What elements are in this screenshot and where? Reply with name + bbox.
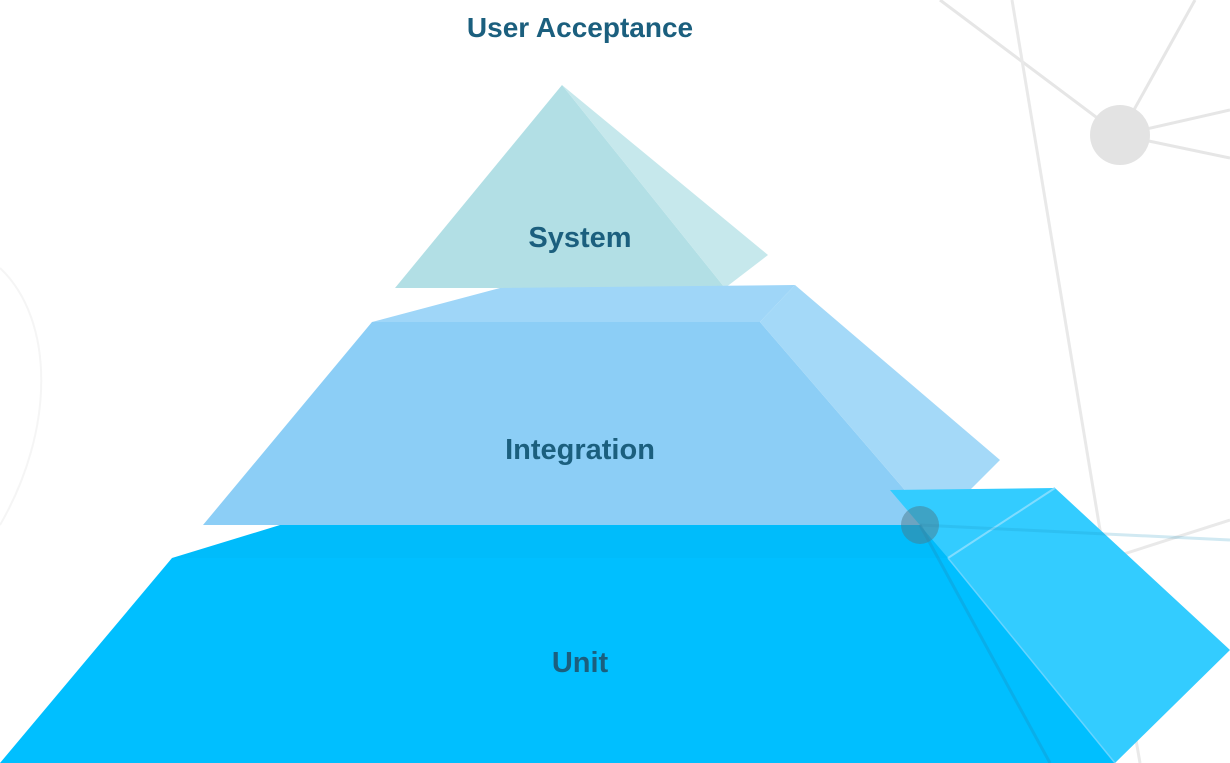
integration-layer-side [760,285,1000,525]
unit-layer-top [172,525,948,558]
unit-layer-front [0,558,1115,763]
network-line [918,524,1052,763]
unit-layer-edge [947,557,1116,763]
unit-layer-edge [947,487,1056,559]
integration-layer-front [203,322,935,525]
unit-label: Unit [551,647,609,679]
network-line [919,523,1230,542]
integration-layer [203,285,1000,525]
system-layer [395,85,768,288]
network-line [939,0,1121,137]
network-overlay [901,506,1230,763]
integration-layer-top [372,285,795,322]
unit-layer-side [890,488,1230,763]
network-line [1010,0,1107,561]
left-arc-decoration [0,267,43,526]
unit-layer [0,487,1230,763]
network-node [1090,105,1150,165]
network-node [901,506,939,544]
network-line [1104,518,1230,562]
system-layer-side [562,85,768,288]
integration-label: Integration [505,434,655,466]
system-label: System [528,222,632,254]
user-acceptance-label: User Acceptance [466,12,694,43]
system-layer-front [395,85,725,288]
